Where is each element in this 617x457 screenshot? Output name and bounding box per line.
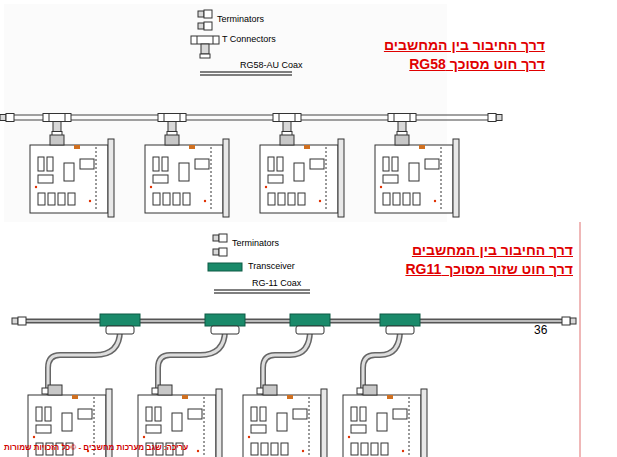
network-card: [375, 135, 459, 217]
network-card: [30, 135, 114, 217]
section-heading: דרך חוט מסוכך RG58: [409, 56, 545, 72]
page-number: 36: [534, 324, 547, 338]
t-connector-icon: [191, 36, 219, 58]
terminator-icon: [198, 10, 212, 18]
network-card: [260, 135, 344, 217]
legend-text: Transceiver: [248, 261, 295, 271]
legend-text: Terminators: [217, 14, 264, 24]
network-card: [145, 135, 229, 217]
legend-text: RG58-AU Coax: [240, 60, 303, 70]
terminator-icon: [198, 22, 212, 30]
footer-note: עריכה: שגב מערכות מחשבים - ©כל הזכויות ש…: [4, 443, 188, 452]
section-heading: דרך חוט שזור מסוכך RG11: [405, 261, 573, 277]
legend-text: Terminators: [232, 238, 279, 248]
section-heading: דרך החיבור בין המחשבים: [384, 37, 545, 53]
section-heading: דרך החיבור בין המחשבים: [412, 242, 573, 258]
legend-text: RG-11 Coax: [252, 278, 301, 288]
legend-text: T Connectors: [222, 34, 276, 44]
network-card: [243, 385, 327, 457]
transceiver: [100, 314, 420, 326]
network-card: [343, 385, 427, 457]
